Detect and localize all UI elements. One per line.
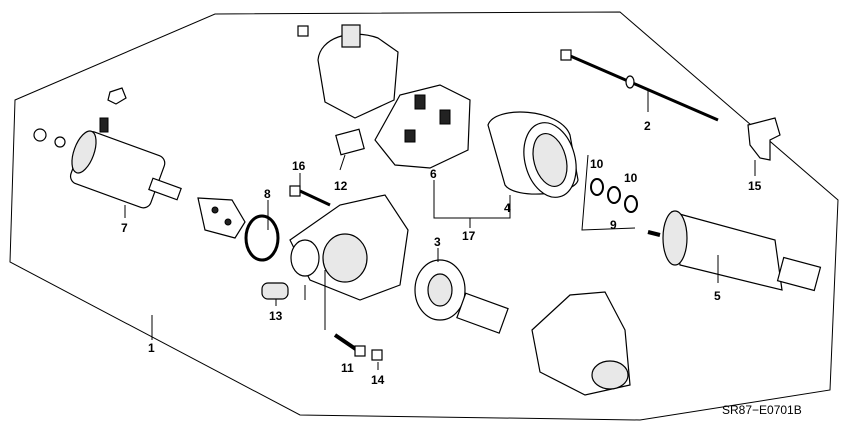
callout-7: 7 [121,221,128,235]
bushing-part[interactable] [261,282,289,300]
end-frame-part[interactable] [289,194,409,301]
bolt-11-part[interactable] [333,333,366,357]
yoke-part[interactable] [487,111,584,203]
callout-2: 2 [644,119,651,133]
brush-holder-part[interactable] [374,84,471,169]
callout-12: 12 [334,179,348,193]
callout-15: 15 [748,179,762,193]
brush-12-part[interactable] [335,128,365,156]
brush-cover-part[interactable] [297,24,399,119]
leader-lines [124,90,756,370]
callout-5: 5 [714,289,721,303]
o-ring-part[interactable] [244,214,280,262]
callout-10a: 10 [590,157,604,171]
diagram-code: SR87−E0701B [722,403,802,417]
callout-11: 11 [341,361,354,375]
bracket-part[interactable] [747,117,781,161]
pinion-gear-part[interactable] [414,259,509,334]
callout-3: 3 [434,235,441,249]
callout-14: 14 [371,373,385,387]
contact-plate-part[interactable] [197,197,246,239]
bolt-16-part[interactable] [289,185,331,207]
callout-9: 9 [610,218,617,232]
nut-14-part[interactable] [371,349,383,361]
solenoid-part[interactable] [33,87,182,210]
callout-17: 17 [462,229,476,243]
callout-8: 8 [264,187,271,201]
callout-4: 4 [504,201,511,215]
armature-part[interactable] [647,210,822,292]
callout-10b: 10 [624,171,638,185]
assembly-boundary [9,11,839,421]
callout-6: 6 [430,167,437,181]
callout-16: 16 [292,159,306,173]
callout-1: 1 [148,341,155,355]
washer-set-part[interactable] [581,154,638,231]
front-housing-part[interactable] [531,291,631,396]
callout-13: 13 [269,309,283,323]
through-bolt-part[interactable] [560,49,719,122]
